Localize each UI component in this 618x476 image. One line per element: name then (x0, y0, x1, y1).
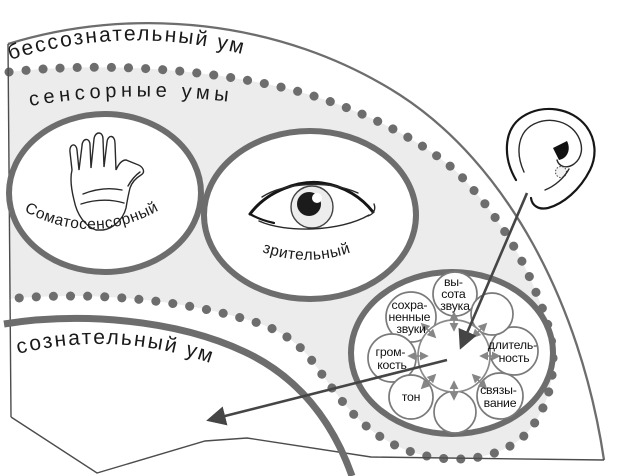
ear-to-auditory-arrow (458, 192, 529, 350)
satellite-label-loudness: гром- кость (376, 345, 409, 372)
hand-icon (69, 132, 145, 231)
auditory-to-conscious-arrow (206, 358, 448, 426)
satellite-label-duration: длитель- ность (488, 338, 540, 365)
dotted-boundary (4, 62, 558, 464)
outer-boundary-arc (7, 22, 606, 461)
eye-icon (248, 180, 376, 230)
satellite-label-stored-sounds: сохра- ненные звуки (389, 298, 434, 336)
conscious-boundary-arc (3, 315, 356, 476)
left-boundary-line (7, 43, 12, 418)
unconscious-label: бессознательный ум (5, 22, 248, 64)
satellite-label-binding: связы- вание (480, 383, 520, 410)
satellite-label-tone: тон (402, 390, 421, 404)
bidirectional-arrow-sw (420, 373, 437, 390)
satellite-label-pitch: вы- сота звука (440, 275, 470, 313)
satellite-circle-binding (476, 372, 524, 420)
bidirectional-arrow-nw (420, 322, 437, 339)
bidirectional-arrow-se (471, 373, 488, 390)
ear-icon (505, 107, 596, 210)
satellite-circle-unlabeled-bottom (433, 390, 477, 434)
bottom-zigzag-line (10, 416, 605, 474)
